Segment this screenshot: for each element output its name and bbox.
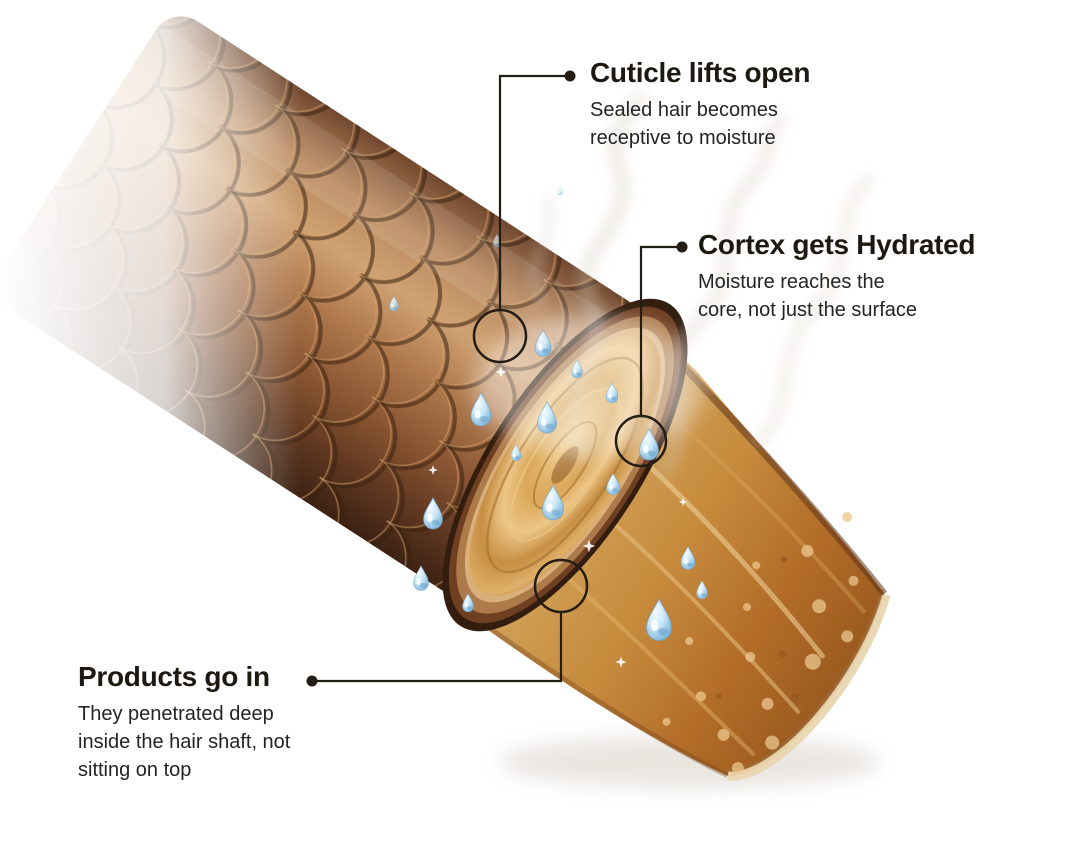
cortex-speckles — [662, 512, 859, 775]
callout-cuticle-body: Sealed hair becomes receptive to moistur… — [590, 99, 778, 149]
water-droplet — [556, 185, 564, 196]
callout-bullet-cuticle — [564, 70, 576, 82]
callout-products: Products go in They penetrated deep insi… — [78, 661, 378, 784]
annotations — [306, 70, 688, 687]
callout-bullet-products — [306, 675, 318, 687]
callout-line-cortex — [614, 241, 688, 468]
callout-cortex-heading: Cortex gets Hydrated — [698, 229, 976, 260]
cortex-speckles-dark — [715, 556, 800, 702]
callout-bullet-cortex — [676, 241, 688, 253]
callout-products-heading: Products go in — [78, 661, 270, 692]
left-blur-fade — [0, 0, 300, 740]
callout-cuticle: Cuticle lifts open Sealed hair becomes r… — [590, 57, 920, 153]
callout-line-products — [306, 558, 589, 687]
callout-cuticle-heading: Cuticle lifts open — [590, 57, 811, 88]
callout-cortex: Cortex gets Hydrated Moisture reaches th… — [698, 229, 1038, 325]
callout-cortex-body: Moisture reaches the core, not just the … — [698, 271, 918, 321]
callout-products-body: They penetrated deep inside the hair sha… — [78, 703, 291, 781]
moisture-glow — [475, 315, 705, 455]
callout-line-cuticle — [472, 70, 576, 364]
